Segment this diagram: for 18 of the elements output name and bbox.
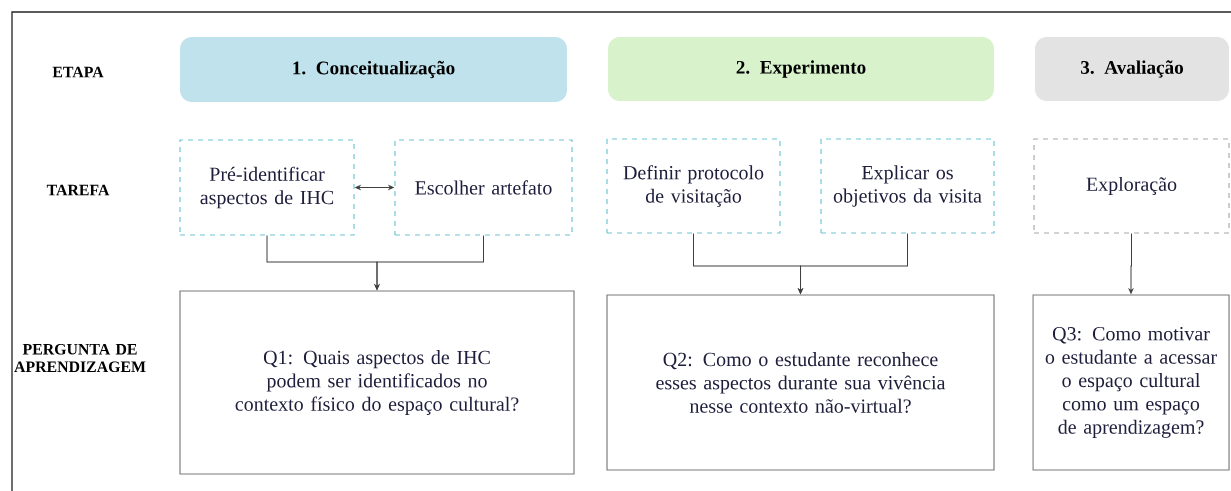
- connector-arrow: [1128, 233, 1134, 294]
- connector-arrow: [798, 233, 908, 294]
- stage-header-box: 1. Conceitualização: [180, 37, 567, 102]
- question-box: Q2: Como o estudante reconhece esses aspectos durante sua vivência nesse contexto não-virtual?: [606, 294, 995, 471]
- question-box: Q3: Como motivar o estudante a acessar o espaço cultural como um espaço de aprendizagem?: [1032, 294, 1230, 471]
- stage-header-box: 2. Experimento: [608, 37, 994, 101]
- connector-arrow: [355, 185, 394, 190]
- task-box: Definir protocolo de visitação: [606, 138, 781, 234]
- task-box: Escolher artefato: [394, 139, 573, 236]
- task-box: Explicar os objetivos da visita: [820, 138, 995, 234]
- row-label: ETAPA: [52, 66, 104, 78]
- row-label: PERGUNTA DE APRENDIZAGEM: [14, 343, 146, 373]
- row-label: TAREFA: [46, 184, 110, 196]
- connector-arrow: [374, 235, 484, 290]
- task-box: Exploração: [1033, 138, 1230, 234]
- stage-header-box: 3. Avaliação: [1035, 37, 1229, 101]
- question-box: Q1: Quais aspectos de IHC podem ser identificados no contexto físico do espaço cultural?: [179, 290, 575, 475]
- task-box: Pré-identificar aspectos de IHC: [179, 139, 355, 236]
